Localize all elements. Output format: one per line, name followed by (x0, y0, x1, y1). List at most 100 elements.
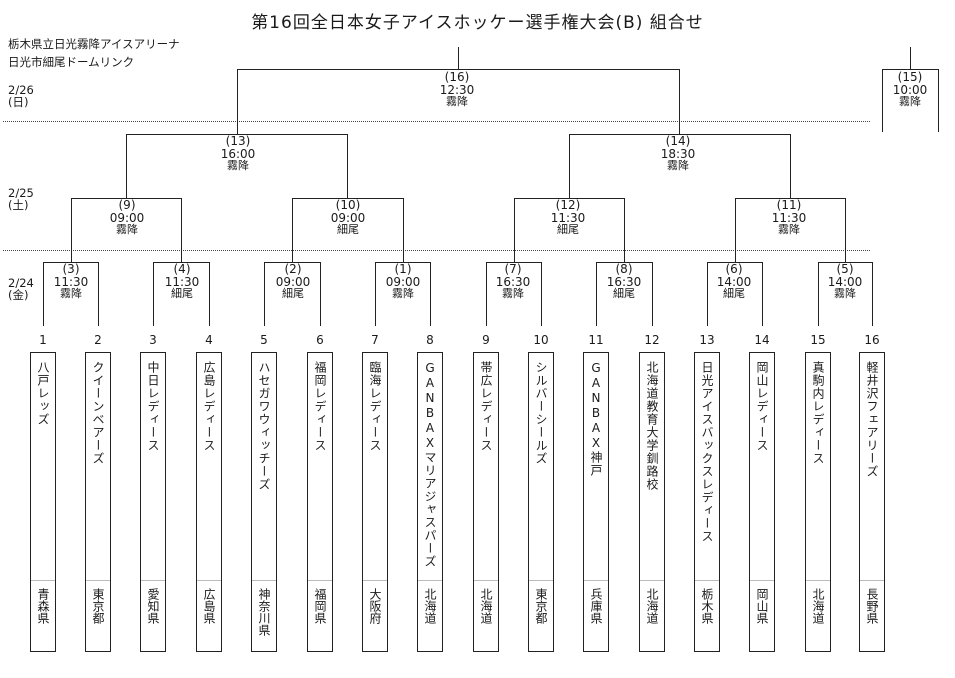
match-number: (3) (62, 262, 80, 276)
match-3: (3) 11:30 霧降 (31, 263, 111, 301)
team-box: 帯広レディース北海道 (473, 352, 499, 652)
match-number: (16) (444, 70, 470, 84)
match-venue: 細尾 (613, 287, 635, 300)
team-box: 広島レディース広島県 (196, 352, 222, 652)
match-time: 12:30 (439, 82, 475, 97)
bracket-r2-leg (402, 198, 404, 262)
bracket-r3-top (568, 134, 790, 135)
team-name: 日光アイスバックスレディース (700, 361, 714, 543)
match-time: 18:30 (660, 146, 696, 161)
weekday-text: (日) (8, 95, 29, 109)
bracket-r1-leg (375, 262, 376, 326)
team-name: GANBAXマリアジャスパーズ (423, 361, 437, 568)
team-name: クイーンベアーズ (91, 361, 105, 465)
team-box-divider (418, 580, 442, 581)
bracket-3rd-leg (938, 69, 939, 132)
team-prefecture: 愛知県 (146, 588, 160, 624)
match-number: (2) (284, 262, 302, 276)
venue-hosoo: 日光市細尾ドームリンク (8, 55, 135, 69)
match-number: (1) (394, 262, 412, 276)
team-box: ハセガワウィッチーズ神奈川県 (251, 352, 277, 652)
bracket-r2-top (734, 198, 845, 199)
match-12: (12) 11:30 細尾 (528, 199, 608, 237)
team-name: 中日レディース (146, 361, 160, 452)
match-number: (14) (665, 134, 691, 148)
match-time: 09:00 (275, 274, 311, 289)
bracket-r1-leg (430, 262, 431, 326)
team-seed-number: 2 (94, 333, 102, 347)
team-seed-number: 11 (588, 333, 604, 347)
match-venue: 霧降 (667, 159, 689, 172)
bracket-r3-leg (568, 134, 570, 198)
bracket-r1-top (264, 262, 320, 263)
date-label-day2: 2/25 (土) (8, 187, 34, 211)
bracket-3rd-stem (910, 47, 911, 69)
bracket-final-stem (457, 47, 459, 69)
bracket-r2-leg (845, 198, 846, 262)
bracket-r2-leg (734, 198, 736, 262)
bracket-r1-leg (43, 262, 44, 326)
team-prefecture: 兵庫県 (589, 588, 603, 624)
team-box: 北海道教育大学釧路校北海道 (639, 352, 665, 652)
bracket-r1-top (375, 262, 430, 263)
team-box: 八戸レッズ青森県 (30, 352, 56, 652)
match-number: (8) (615, 262, 633, 276)
match-number: (15) (897, 70, 923, 84)
team-name: 八戸レッズ (36, 361, 50, 426)
match-venue: 霧降 (446, 95, 468, 108)
bracket-r1-leg (818, 262, 819, 326)
bracket-r3-leg (125, 134, 127, 198)
team-box: GANBAX神戸兵庫県 (583, 352, 609, 652)
match-time: 11:30 (550, 210, 586, 225)
match-1: (1) 09:00 霧降 (363, 263, 443, 301)
team-prefecture: 岡山県 (755, 588, 769, 624)
match-time: 11:30 (771, 210, 807, 225)
bracket-r1-leg (264, 262, 265, 326)
match-number: (4) (173, 262, 191, 276)
team-seed-number: 4 (205, 333, 213, 347)
bracket-r1-top (153, 262, 209, 263)
match-time: 14:00 (827, 274, 863, 289)
match-number: (13) (225, 134, 251, 148)
team-box: シルバーシールズ東京都 (528, 352, 554, 652)
match-number: (6) (725, 262, 743, 276)
team-box-divider (308, 580, 332, 581)
team-seed-number: 12 (644, 333, 660, 347)
bracket-r1-leg (652, 262, 653, 326)
bracket-r1-leg (762, 262, 763, 326)
match-15-third-place: (15) 10:00 霧降 (870, 71, 950, 109)
match-14: (14) 18:30 霧降 (638, 135, 718, 173)
match-number: (7) (504, 262, 522, 276)
bracket-r2-leg (292, 198, 293, 262)
bracket-r1-top (818, 262, 872, 263)
match-5: (5) 14:00 霧降 (805, 263, 885, 301)
team-prefecture: 広島県 (202, 588, 216, 624)
match-2: (2) 09:00 細尾 (253, 263, 333, 301)
team-name: 岡山レディース (755, 361, 769, 452)
team-box: 福岡レディース福岡県 (307, 352, 333, 652)
bracket-r2-top (292, 198, 403, 199)
team-seed-number: 13 (699, 333, 715, 347)
match-time: 14:00 (716, 274, 752, 289)
bracket-r2-top (70, 198, 181, 199)
team-prefecture: 福岡県 (313, 588, 327, 624)
match-8: (8) 16:30 細尾 (584, 263, 664, 301)
team-seed-number: 8 (426, 333, 434, 347)
bracket-r2-leg (70, 198, 72, 262)
date-label-day3: 2/26 (日) (8, 84, 34, 108)
team-box-divider (640, 580, 664, 581)
bracket-r2-leg (624, 198, 625, 262)
team-box-divider (363, 580, 387, 581)
match-venue: 細尾 (723, 287, 745, 300)
team-prefecture: 東京都 (534, 588, 548, 624)
match-time: 10:00 (892, 82, 928, 97)
team-prefecture: 北海道 (423, 588, 437, 624)
match-time: 11:30 (164, 274, 200, 289)
match-number: (11) (776, 198, 802, 212)
team-name: 帯広レディース (479, 361, 493, 452)
team-seed-number: 1 (39, 333, 47, 347)
bracket-r2-leg (181, 198, 182, 262)
match-7: (7) 16:30 霧降 (473, 263, 553, 301)
match-9: (9) 09:00 霧降 (87, 199, 167, 237)
team-prefecture: 北海道 (645, 588, 659, 624)
